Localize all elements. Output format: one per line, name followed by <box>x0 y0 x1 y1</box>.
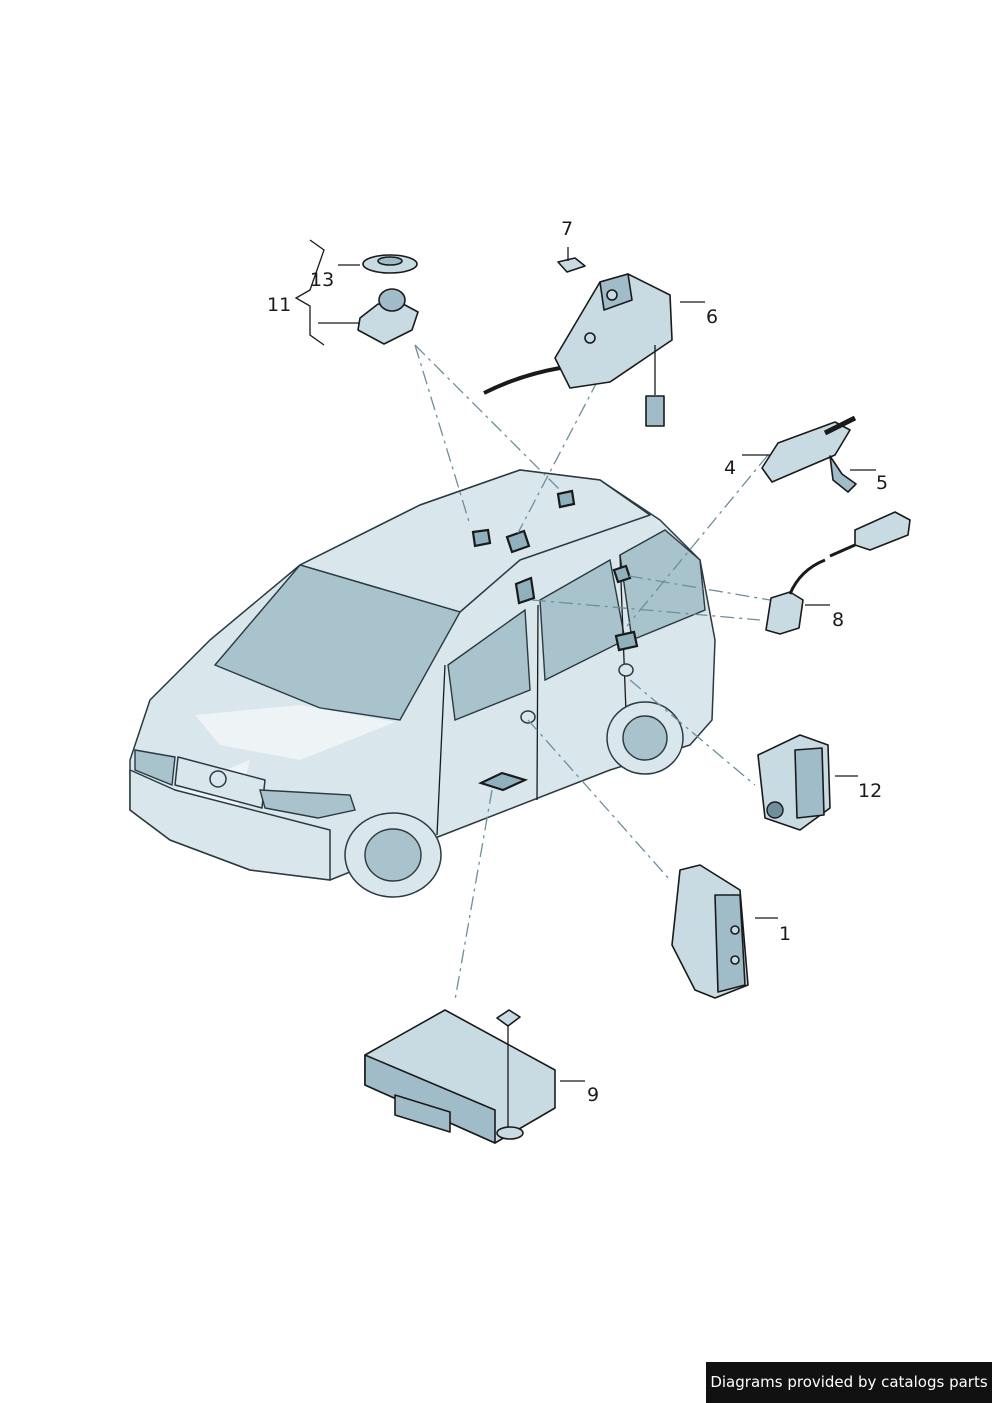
callout-12: 12 <box>858 780 883 802</box>
connection-lines <box>414 344 771 1001</box>
vehicle-illustration <box>129 469 716 898</box>
part-8-group <box>765 511 911 635</box>
callout-9: 9 <box>587 1084 600 1106</box>
callout-8: 8 <box>832 609 845 631</box>
part-11-13-group <box>357 254 419 345</box>
callout-1: 1 <box>779 923 792 945</box>
callout-13: 13 <box>310 269 335 291</box>
callout-leaders <box>294 239 876 1082</box>
part-9-group <box>364 1009 556 1144</box>
callout-5: 5 <box>876 472 889 494</box>
credit-banner: Diagrams provided by catalogs parts <box>706 1362 992 1403</box>
part-1-group <box>671 864 749 999</box>
callout-4: 4 <box>724 457 737 479</box>
part-12-group <box>757 734 831 831</box>
part-4-5-group <box>761 415 857 493</box>
callout-11: 11 <box>267 294 292 316</box>
part-6-7-group <box>483 257 673 427</box>
callout-7: 7 <box>561 218 574 240</box>
callout-6: 6 <box>706 306 719 328</box>
